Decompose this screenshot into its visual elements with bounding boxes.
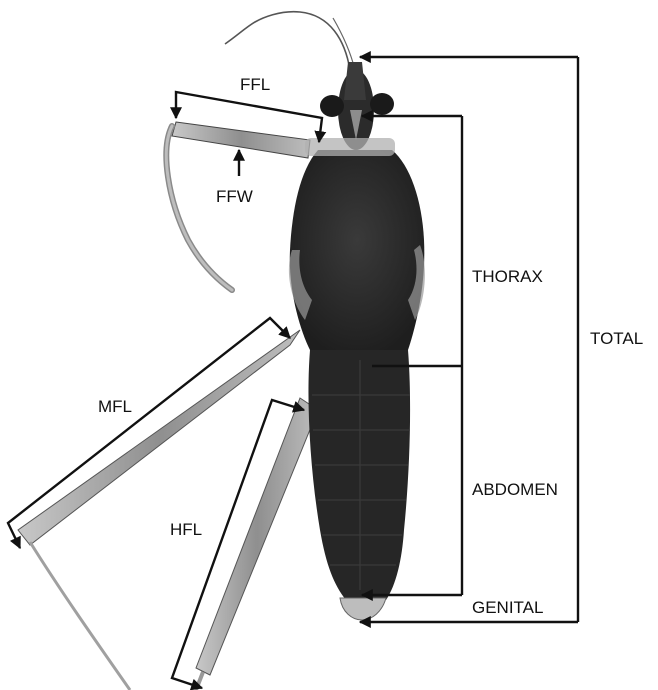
front-femur xyxy=(172,122,310,158)
antenna-left xyxy=(225,12,350,70)
ffl-label: FFL xyxy=(240,75,270,94)
total-label: TOTAL xyxy=(590,329,643,348)
eye-right xyxy=(370,93,394,115)
insect-abdomen xyxy=(308,350,410,600)
genital-label: GENITAL xyxy=(472,598,543,617)
insect-thorax xyxy=(290,150,425,350)
ffw-label: FFW xyxy=(216,187,253,206)
insect-specimen xyxy=(18,12,425,690)
eye-left xyxy=(320,95,344,117)
mfl-label: MFL xyxy=(98,397,132,416)
thorax-label: THORAX xyxy=(472,267,543,286)
insect-genital-segment xyxy=(340,598,386,620)
abdomen-label: ABDOMEN xyxy=(472,480,558,499)
hfl-label: HFL xyxy=(170,520,202,539)
middle-tibia xyxy=(30,542,130,690)
